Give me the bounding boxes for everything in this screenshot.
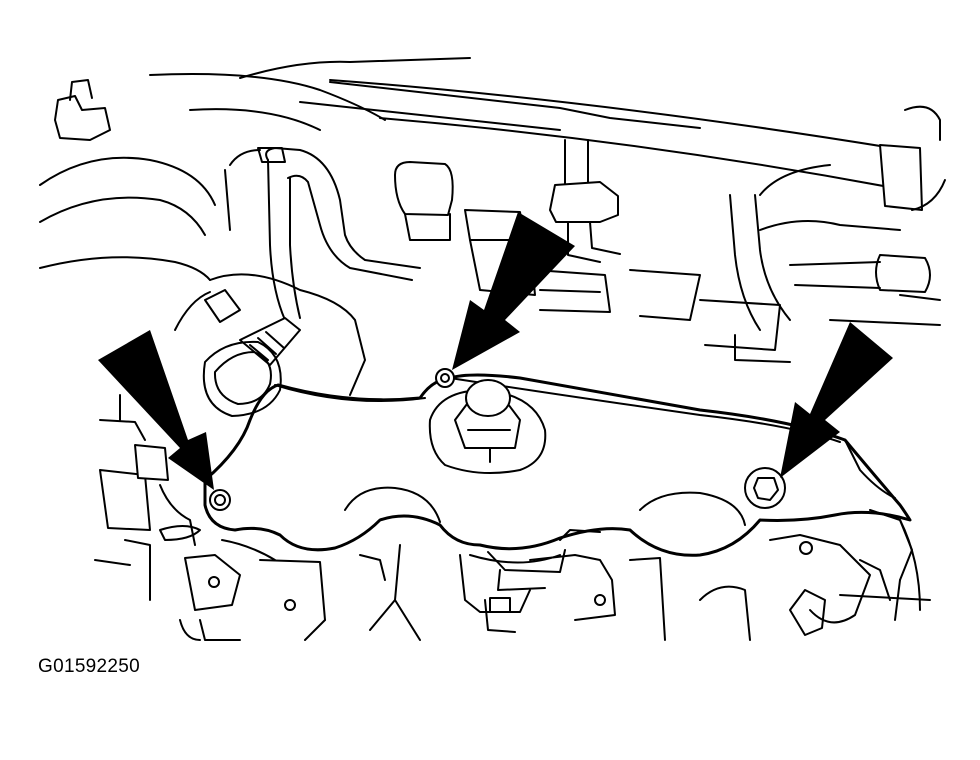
center-stud-nut <box>428 379 547 474</box>
lower-engine-block <box>359 509 931 641</box>
exhaust-heat-shield <box>203 373 912 564</box>
upper-hoses-and-pipes <box>39 57 946 331</box>
left-heat-shield-bolt <box>209 489 231 511</box>
o2-sensor-tube <box>202 147 421 417</box>
figure-id-label: G01592250 <box>38 656 141 677</box>
callout-arrows <box>98 212 893 490</box>
left-engine-components <box>94 273 366 641</box>
heat-shield-bolts <box>209 368 786 511</box>
left-bolt-arrow <box>98 330 214 490</box>
right-bolt-arrow <box>780 322 893 478</box>
right-heat-shield-bolt <box>744 467 786 509</box>
center-heat-shield-bolt <box>435 368 455 388</box>
center-bolt-arrow <box>452 212 575 370</box>
